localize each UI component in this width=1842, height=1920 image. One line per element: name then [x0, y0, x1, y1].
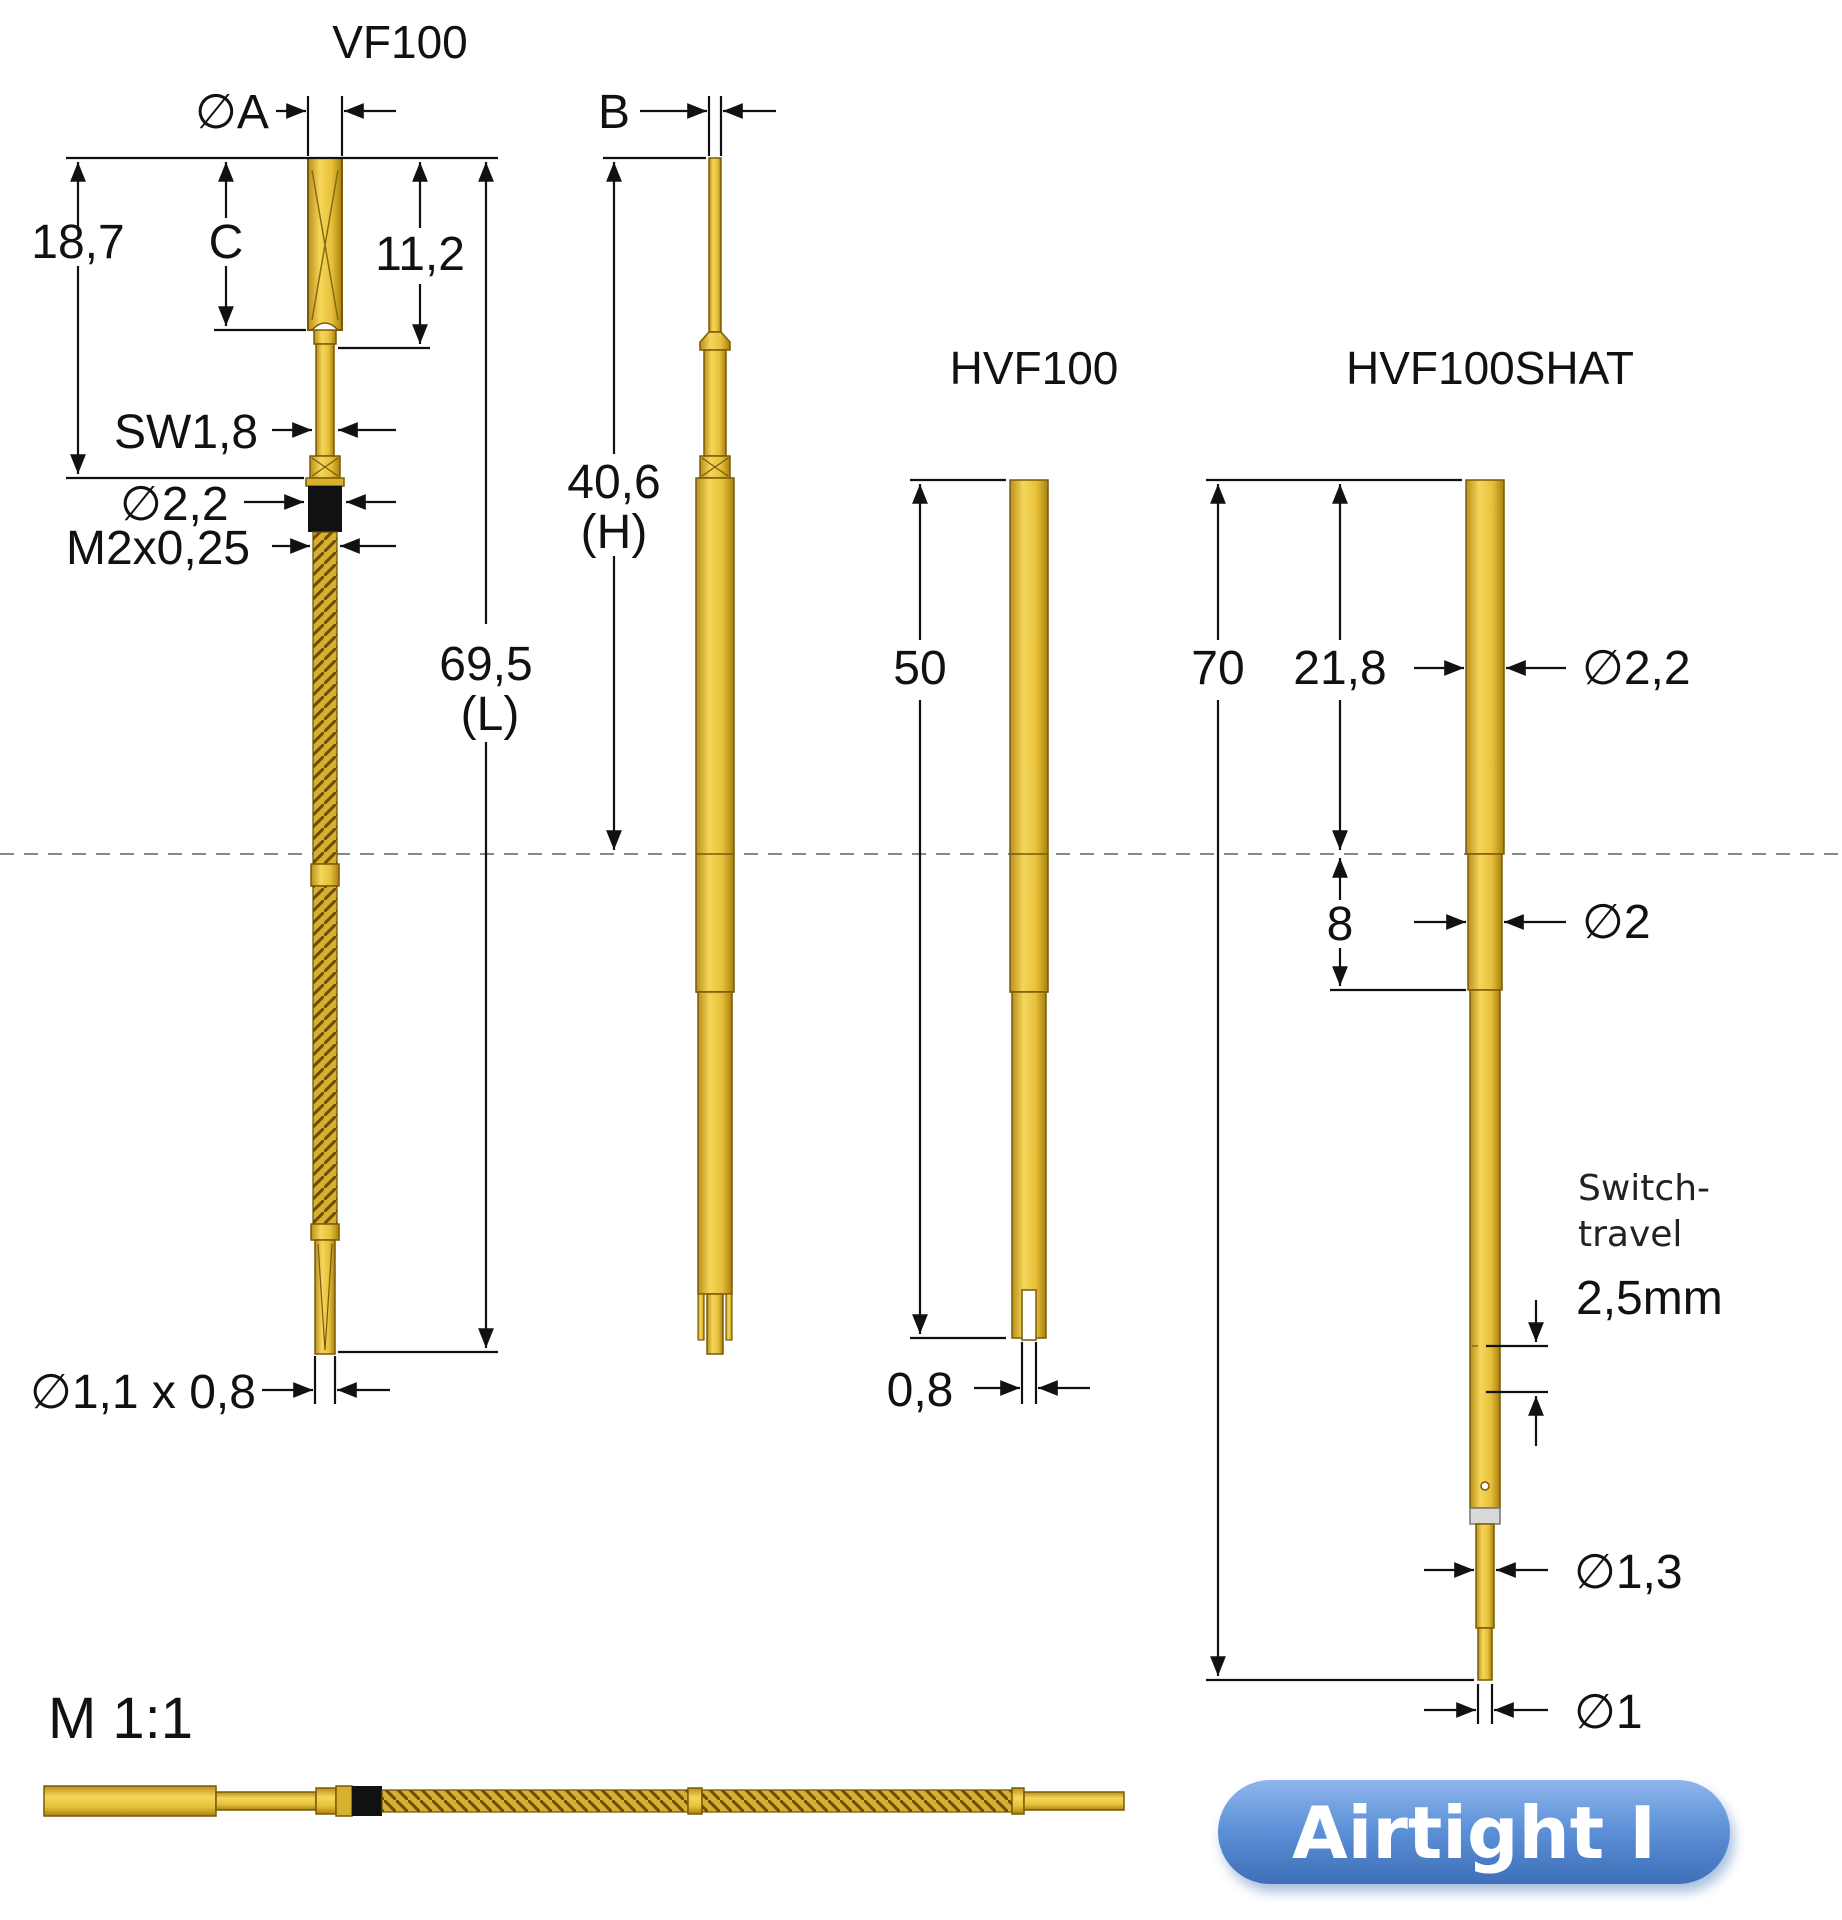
- side-view-barrel: [695, 477, 735, 993]
- scale-view: M 1:1: [43, 1686, 1125, 1817]
- hvf100shat-switch-line2: travel: [1578, 1214, 1682, 1255]
- hvf100shat-switch-line1: Switch-: [1578, 1168, 1710, 1209]
- hvf100shat-plunger: [1475, 1523, 1495, 1629]
- vf100-tip: [314, 1239, 336, 1355]
- vf100-tip-label: ∅1,1 x 0,8: [30, 1366, 256, 1419]
- vf100-spring-upper: [312, 531, 338, 865]
- vf100-thread: [308, 486, 342, 532]
- hvf100shat-len-8: 8: [1327, 898, 1354, 951]
- vf100-drawing: VF100 ∅A 18,7: [30, 16, 533, 1419]
- vf100-sw-label: SW1,8: [114, 406, 258, 459]
- side-view-drawing: B 40,6 (H): [567, 86, 776, 1355]
- vf100-len-69-5: 69,5: [439, 638, 532, 691]
- hvf100-barrel: [1009, 479, 1049, 993]
- hvf100shat-drawing: HVF100SHAT 70 21,8 8 ∅2,2 ∅2: [1191, 342, 1722, 1739]
- hvf100shat-dia-1-3: ∅1,3: [1574, 1546, 1683, 1599]
- hvf100shat-dia-2: ∅2: [1582, 896, 1651, 949]
- side-view-b-label: B: [598, 86, 630, 139]
- vf100-len-18-7: 18,7: [31, 216, 124, 269]
- hvf100shat-travel: 2,5mm: [1576, 1272, 1723, 1325]
- badge-text: Airtight I: [1292, 1791, 1656, 1875]
- hvf100shat-len-21-8: 21,8: [1293, 642, 1386, 695]
- vf100-len-l: (L): [461, 688, 520, 741]
- vf100-dia-2-2-label: ∅2,2: [120, 478, 229, 531]
- hvf100-tip-label: 0,8: [887, 1364, 954, 1417]
- vf100-spring-lower: [312, 885, 338, 1225]
- hvf100shat-dia-1: ∅1: [1574, 1686, 1643, 1739]
- hvf100-drawing: HVF100 50 0,8: [887, 342, 1119, 1417]
- hvf100shat-dia-2-2: ∅2,2: [1582, 642, 1691, 695]
- hvf100shat-len-70: 70: [1191, 642, 1244, 695]
- airtight-badge: Airtight I: [1218, 1780, 1734, 1892]
- vf100-dia-a-label: ∅A: [195, 86, 269, 139]
- hvf100shat-title: HVF100SHAT: [1346, 342, 1634, 394]
- vf100-len-11-2: 11,2: [375, 228, 465, 281]
- vf100-head-flat-mark: [311, 169, 339, 321]
- vf100-len-c: C: [209, 216, 244, 269]
- hvf100-title: HVF100: [950, 342, 1119, 394]
- hvf100-len-50: 50: [893, 642, 946, 695]
- vf100-title: VF100: [332, 16, 468, 68]
- scale-label: M 1:1: [48, 1686, 193, 1751]
- hvf100shat-barrel: [1465, 479, 1505, 855]
- side-view-len-h: (H): [581, 506, 648, 559]
- side-view-len-40-6: 40,6: [567, 456, 660, 509]
- vf100-thread-label: M2x0,25: [66, 522, 250, 575]
